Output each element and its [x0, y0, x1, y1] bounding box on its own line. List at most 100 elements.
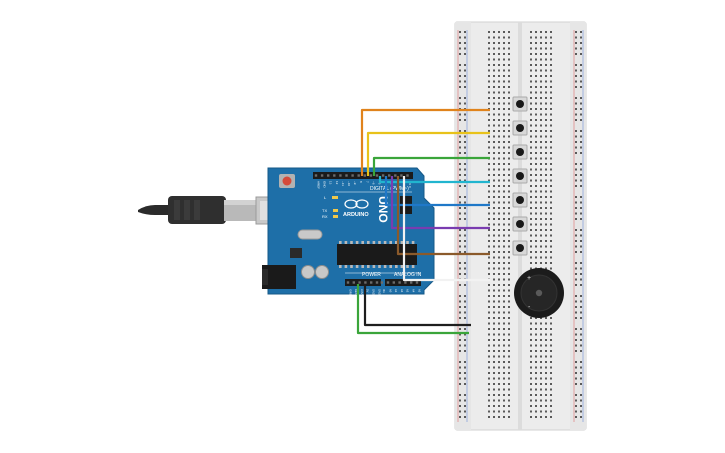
breadboard-hole	[508, 152, 510, 154]
breadboard-hole	[550, 124, 552, 127]
wire-brown[interactable]	[396, 176, 490, 256]
header-pin[interactable]	[386, 281, 390, 284]
breadboard-hole	[488, 399, 490, 402]
breadboard-hole	[498, 102, 500, 105]
breadboard-hole	[508, 311, 510, 314]
breadboard-hole	[535, 262, 537, 264]
breadboard-hole	[464, 240, 466, 242]
push-button[interactable]	[512, 96, 528, 112]
breadboard-hole	[535, 372, 537, 374]
header-pin[interactable]	[364, 281, 367, 284]
header-pin[interactable]	[375, 174, 379, 177]
breadboard-hole	[493, 394, 495, 396]
breadboard-hole	[498, 317, 500, 319]
header-pin[interactable]	[410, 281, 413, 284]
wire-blue[interactable]	[384, 176, 490, 207]
header-pin[interactable]	[351, 174, 354, 177]
breadboard-hole	[464, 350, 466, 352]
push-button[interactable]	[512, 168, 528, 184]
breadboard-hole	[493, 91, 495, 94]
breadboard-hole	[535, 405, 537, 407]
header-pin[interactable]	[394, 174, 397, 177]
header-pin[interactable]	[381, 174, 385, 177]
breadboard-hole	[508, 278, 510, 281]
breadboard-hole	[535, 157, 537, 160]
header-pin[interactable]	[406, 174, 409, 177]
breadboard-hole	[530, 130, 532, 132]
breadboard-hole	[488, 240, 490, 242]
breadboard-hole	[464, 146, 466, 149]
breadboard-hole	[575, 141, 577, 143]
push-button[interactable]	[512, 120, 528, 136]
breadboard-hole	[503, 284, 505, 286]
breadboard-hole	[493, 146, 495, 149]
push-button[interactable]	[512, 216, 528, 232]
buzzer-plus-label: +	[527, 275, 531, 282]
breadboard-hole	[464, 372, 466, 374]
header-pin[interactable]	[327, 174, 330, 177]
breadboard-hole	[503, 377, 505, 380]
wire-green-bottom[interactable]	[356, 284, 469, 335]
breadboard-hole	[503, 267, 505, 270]
header-pin[interactable]	[369, 174, 373, 177]
breadboard-hole	[575, 53, 577, 55]
header-pin[interactable]	[339, 174, 342, 177]
breadboard-hole	[493, 64, 495, 66]
header-pin[interactable]	[358, 281, 361, 284]
header-pin[interactable]	[357, 174, 360, 177]
breadboard-hole	[530, 372, 532, 374]
wire-black[interactable]	[363, 284, 471, 327]
header-pin[interactable]	[370, 281, 373, 284]
breadboard-hole	[580, 163, 582, 165]
breadboard-hole	[503, 190, 505, 193]
wire-purple[interactable]	[390, 176, 490, 230]
wire-green-top[interactable]	[372, 156, 490, 176]
wire-orange[interactable]	[360, 108, 490, 176]
header-pin[interactable]	[352, 281, 355, 284]
breadboard-hole	[493, 207, 495, 209]
breadboard-hole	[488, 251, 490, 253]
breadboard-hole	[540, 212, 542, 215]
push-button[interactable]	[512, 144, 528, 160]
header-pin[interactable]	[380, 281, 383, 284]
breadboard-hole	[580, 273, 582, 275]
breadboard-hole	[535, 344, 537, 347]
header-pin[interactable]	[363, 174, 366, 177]
breadboard-hole	[503, 31, 505, 33]
push-button[interactable]	[512, 192, 528, 208]
breadboard-hole	[540, 245, 542, 248]
header-pin[interactable]	[398, 281, 401, 284]
breadboard-hole	[508, 36, 510, 39]
breadboard-hole	[575, 36, 577, 39]
breadboard-hole	[550, 366, 552, 369]
breadboard-hole	[535, 64, 537, 66]
header-pin[interactable]	[375, 281, 379, 284]
header-pin[interactable]	[314, 174, 318, 177]
header-pin[interactable]	[333, 174, 336, 177]
header-pin[interactable]	[320, 174, 324, 177]
header-pin[interactable]	[345, 174, 348, 177]
breadboard-hole	[488, 42, 490, 44]
header-pin[interactable]	[388, 174, 391, 177]
header-pin[interactable]	[404, 281, 407, 284]
header-pin[interactable]	[415, 281, 419, 284]
header-pin[interactable]	[346, 281, 350, 284]
breadboard-hole	[530, 53, 532, 55]
breadboard-hole	[545, 267, 547, 270]
wire-yellow[interactable]	[366, 131, 490, 176]
breadboard-hole	[580, 86, 582, 88]
header-pin[interactable]	[400, 174, 403, 177]
breadboard-hole	[545, 53, 547, 55]
header-pin[interactable]	[392, 281, 395, 284]
push-button[interactable]	[512, 240, 528, 256]
breadboard-hole	[488, 410, 490, 413]
breadboard-hole	[493, 130, 495, 132]
push-buttons	[512, 96, 528, 256]
wire-white[interactable]	[402, 176, 490, 282]
breadboard-hole	[508, 168, 510, 171]
breadboard-hole	[575, 251, 577, 253]
wire-cyan[interactable]	[378, 176, 490, 184]
piezo-buzzer[interactable]: + -	[514, 268, 564, 318]
breadboard-hole	[530, 179, 532, 182]
